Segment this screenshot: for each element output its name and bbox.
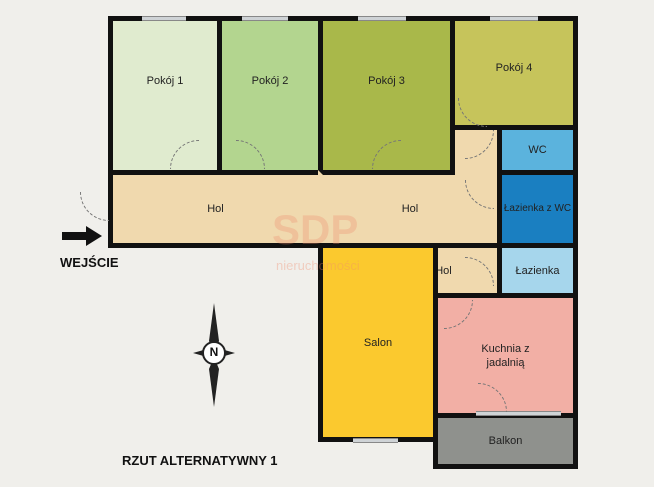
entrance-door-swing xyxy=(80,192,109,221)
window xyxy=(490,16,538,21)
room-label: WC xyxy=(528,144,547,156)
window xyxy=(476,411,561,416)
room-label: Balkon xyxy=(488,435,523,447)
room-label: Salon xyxy=(363,336,393,349)
entrance-arrow-icon xyxy=(62,226,102,246)
watermark-tagline: nieruchomości xyxy=(276,258,360,273)
compass-north-icon xyxy=(193,303,235,407)
watermark-logo: SDP xyxy=(272,206,359,253)
room-label: Hol xyxy=(435,264,452,277)
room-pokoj-1: Pokój 1 xyxy=(108,16,222,175)
room-label: Kuchnia z jadalnią xyxy=(481,342,530,369)
room-label: Pokój 3 xyxy=(368,74,405,87)
room-wc: WC xyxy=(497,125,578,175)
entrance-label: WEJŚCIE xyxy=(60,255,119,270)
room-pokoj-2: Pokój 2 xyxy=(217,16,323,175)
room-hol-left: Hol xyxy=(108,170,323,248)
room-label: Pokój 1 xyxy=(146,74,184,87)
compass-label: N xyxy=(209,345,219,359)
room-kuchnia: Kuchnia z jadalnią xyxy=(433,293,578,418)
room-label: Pokój 2 xyxy=(251,74,289,87)
room-label: Pokój 4 xyxy=(495,62,533,74)
window xyxy=(242,16,288,21)
plan-title: RZUT ALTERNATYWNY 1 xyxy=(122,453,278,468)
room-lazienka-z-wc: Łazienka z WC xyxy=(497,170,578,248)
window xyxy=(353,438,398,443)
room-label: Hol xyxy=(207,203,224,215)
hol-fill xyxy=(455,130,497,175)
room-label: Łazienka z WC xyxy=(503,203,572,214)
window xyxy=(142,16,186,21)
room-label: Łazienka xyxy=(515,264,560,277)
room-lazienka: Łazienka xyxy=(497,243,578,298)
window xyxy=(358,16,406,21)
room-balkon: Balkon xyxy=(433,413,578,469)
room-hol-middle: Hol xyxy=(318,170,502,248)
room-label: Hol xyxy=(401,203,419,215)
